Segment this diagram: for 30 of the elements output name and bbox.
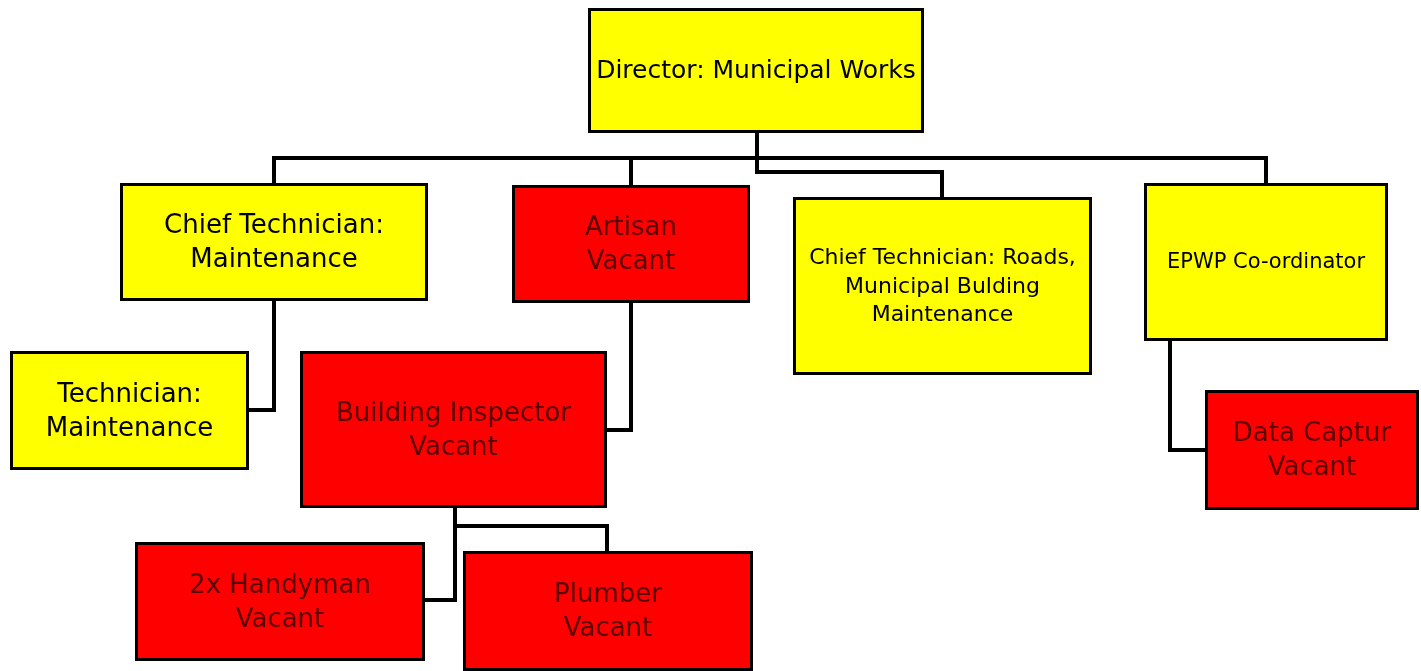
org-box — [1205, 390, 1419, 510]
connector-line — [249, 301, 276, 412]
connector-line — [453, 508, 609, 551]
org-box — [300, 351, 607, 508]
role-title: Director: Municipal Works — [596, 54, 916, 87]
role-title: Technician: Maintenance — [44, 376, 215, 444]
org-box — [10, 351, 249, 470]
org-box — [512, 185, 750, 303]
org-box — [463, 551, 753, 671]
org-box — [793, 197, 1092, 375]
connector-line — [1168, 341, 1205, 452]
role-title: Artisan — [585, 210, 677, 244]
role-title: EPWP Co-ordinator — [1166, 248, 1366, 276]
role-title: 2x Handyman — [189, 567, 371, 601]
org-box — [120, 183, 428, 301]
org-box — [588, 8, 924, 133]
role-title: Chief Technician: Roads, Municipal Bulding Maintenance — [808, 243, 1077, 329]
status-text: Vacant — [563, 611, 653, 644]
status-text: Vacant — [1267, 450, 1357, 483]
role-title: Data Captur — [1232, 416, 1392, 450]
connector-line — [755, 133, 1268, 183]
org-box — [135, 542, 425, 661]
status-text: Vacant — [235, 601, 325, 635]
org-box — [1144, 183, 1388, 341]
role-title: Plumber — [554, 577, 662, 611]
role-title: Building Inspector — [336, 395, 571, 429]
connector-line — [607, 303, 633, 432]
status-text: Vacant — [586, 244, 676, 277]
role-title: Chief Technician: Maintenance — [163, 208, 385, 275]
status-text: Vacant — [409, 429, 498, 463]
